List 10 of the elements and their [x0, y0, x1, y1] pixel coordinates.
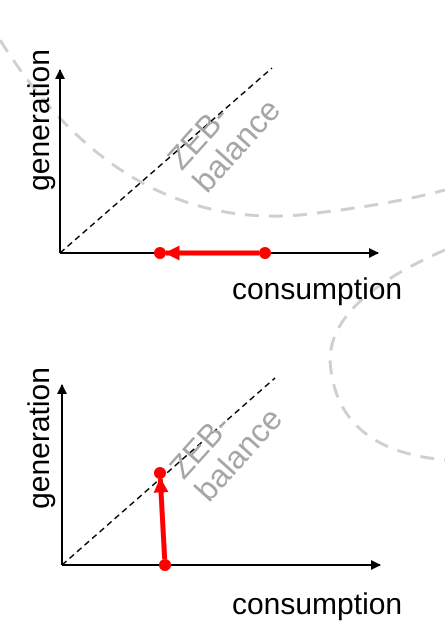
point-dot: [154, 467, 166, 479]
point-dot: [259, 247, 271, 259]
axis-label: generation: [25, 367, 55, 509]
arrow: [154, 478, 169, 560]
axis-label: consumption: [232, 275, 402, 305]
arrow: [164, 246, 259, 260]
axis-label: consumption: [232, 590, 402, 620]
point-dot: [159, 559, 171, 571]
point-dot: [154, 247, 166, 259]
axis-label: generation: [25, 49, 55, 191]
